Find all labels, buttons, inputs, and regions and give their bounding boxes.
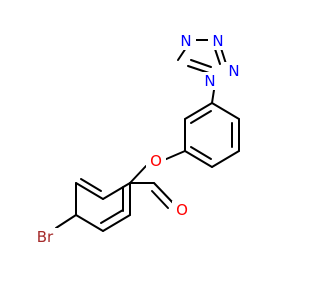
- bond-c-br: [55, 214, 77, 229]
- bond-bromophenyl-5-double: [100, 209, 124, 224]
- bond-phenyl-3: [211, 150, 240, 168]
- oxygen-ester: O: [150, 152, 162, 170]
- bond-n-phenyl: [211, 89, 215, 104]
- bond-carbonyl-c: [153, 182, 176, 206]
- nitrogen-n1: N: [204, 72, 215, 90]
- n3-label-bg: [208, 32, 228, 50]
- bond-o-carbonyl-c: [129, 165, 147, 184]
- bond-phenyl-6-double: [190, 110, 212, 124]
- bond-c-n-tetrazole-double: [190, 59, 212, 68]
- bond-phenyl-4: [184, 150, 213, 168]
- atom-labels: N N N N O O Br: [31, 32, 244, 246]
- bond-bromophenyl-5: [102, 214, 131, 232]
- molecule-diagram: N N N N O O Br: [31, 32, 244, 246]
- nitrogen-n4: N: [228, 62, 239, 80]
- bond-bromophenyl-1: [102, 182, 131, 200]
- oxygen-carbonyl: O: [176, 201, 188, 219]
- bond-bromophenyl-4: [75, 214, 104, 232]
- n1-label-bg: [199, 72, 221, 90]
- bond-bromophenyl-2-double: [80, 178, 102, 192]
- n2-label-bg: [176, 32, 196, 50]
- bond-aryl-o: [163, 150, 186, 161]
- o-carbonyl-label-bg: [172, 201, 192, 219]
- nitrogen-n2: N: [180, 32, 191, 50]
- n4-label-bg: [224, 62, 244, 80]
- bond-carbonyl-c-double: [151, 190, 169, 209]
- nitrogen-n3: N: [212, 32, 223, 50]
- bond-phenyl-6: [184, 102, 213, 120]
- bond-bromophenyl-2: [75, 182, 104, 200]
- o-ester-label-bg: [146, 152, 166, 170]
- bromine-atom: Br: [37, 228, 54, 246]
- bond-phenyl-4-double: [190, 146, 212, 160]
- br-label-bg: [31, 228, 59, 246]
- bond-phenyl-1: [211, 102, 240, 120]
- bonds: [55, 39, 240, 232]
